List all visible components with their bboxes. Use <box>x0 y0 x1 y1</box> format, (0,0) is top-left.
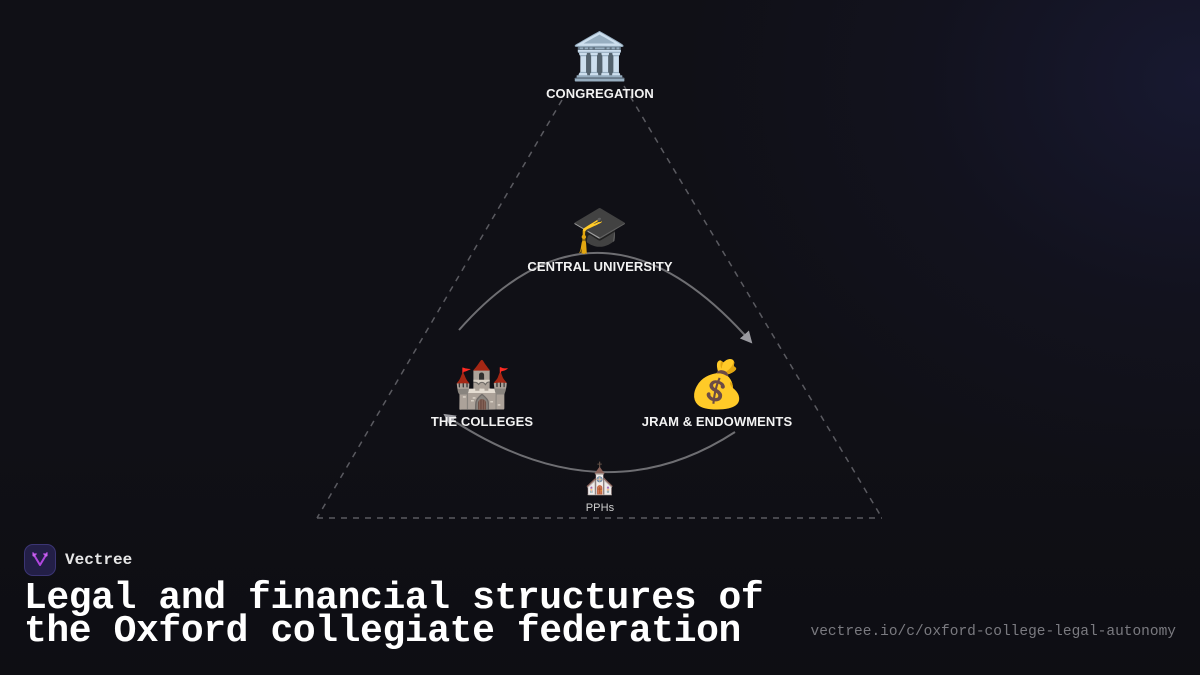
node-label: PPHs <box>585 502 615 514</box>
vectree-logo-icon <box>24 544 56 576</box>
castle-icon: 🏰 <box>453 358 511 410</box>
frame-right-edge <box>623 85 883 519</box>
node-pphs[interactable]: ⛪ PPHs <box>581 462 618 514</box>
edge-colleges-to-jram <box>458 252 753 344</box>
title-line-1: Legal and financial structures of <box>24 577 764 620</box>
node-the-colleges[interactable]: 🏰 THE COLLEGES <box>431 358 533 429</box>
node-label: JRAM & ENDOWMENTS <box>641 414 793 429</box>
church-icon: ⛪ <box>581 463 619 496</box>
brand[interactable]: Vectree <box>24 544 132 576</box>
money-bag-icon: 💰 <box>688 358 746 410</box>
node-jram-endowments[interactable]: 💰 JRAM & ENDOWMENTS <box>642 358 792 429</box>
page-title: Legal and financial structures of the Ox… <box>24 580 764 651</box>
edge-jram-to-colleges <box>443 413 736 474</box>
triangle-frame <box>316 85 883 519</box>
node-label: CENTRAL UNIVERSITY <box>527 259 673 274</box>
source-url[interactable]: vectree.io/c/oxford-college-legal-autono… <box>810 624 1176 640</box>
node-label: THE COLLEGES <box>430 414 534 429</box>
title-line-2: the Oxford collegiate federation <box>24 610 741 653</box>
node-central-university[interactable]: 🎓 CENTRAL UNIVERSITY <box>527 203 672 274</box>
brand-name: Vectree <box>65 551 133 569</box>
graduation-cap-icon: 🎓 <box>571 203 629 255</box>
node-congregation[interactable]: 🏛️ CONGREGATION <box>546 30 654 101</box>
frame-left-edge <box>316 99 563 519</box>
classical-building-icon: 🏛️ <box>571 30 629 82</box>
node-label: CONGREGATION <box>546 86 654 101</box>
